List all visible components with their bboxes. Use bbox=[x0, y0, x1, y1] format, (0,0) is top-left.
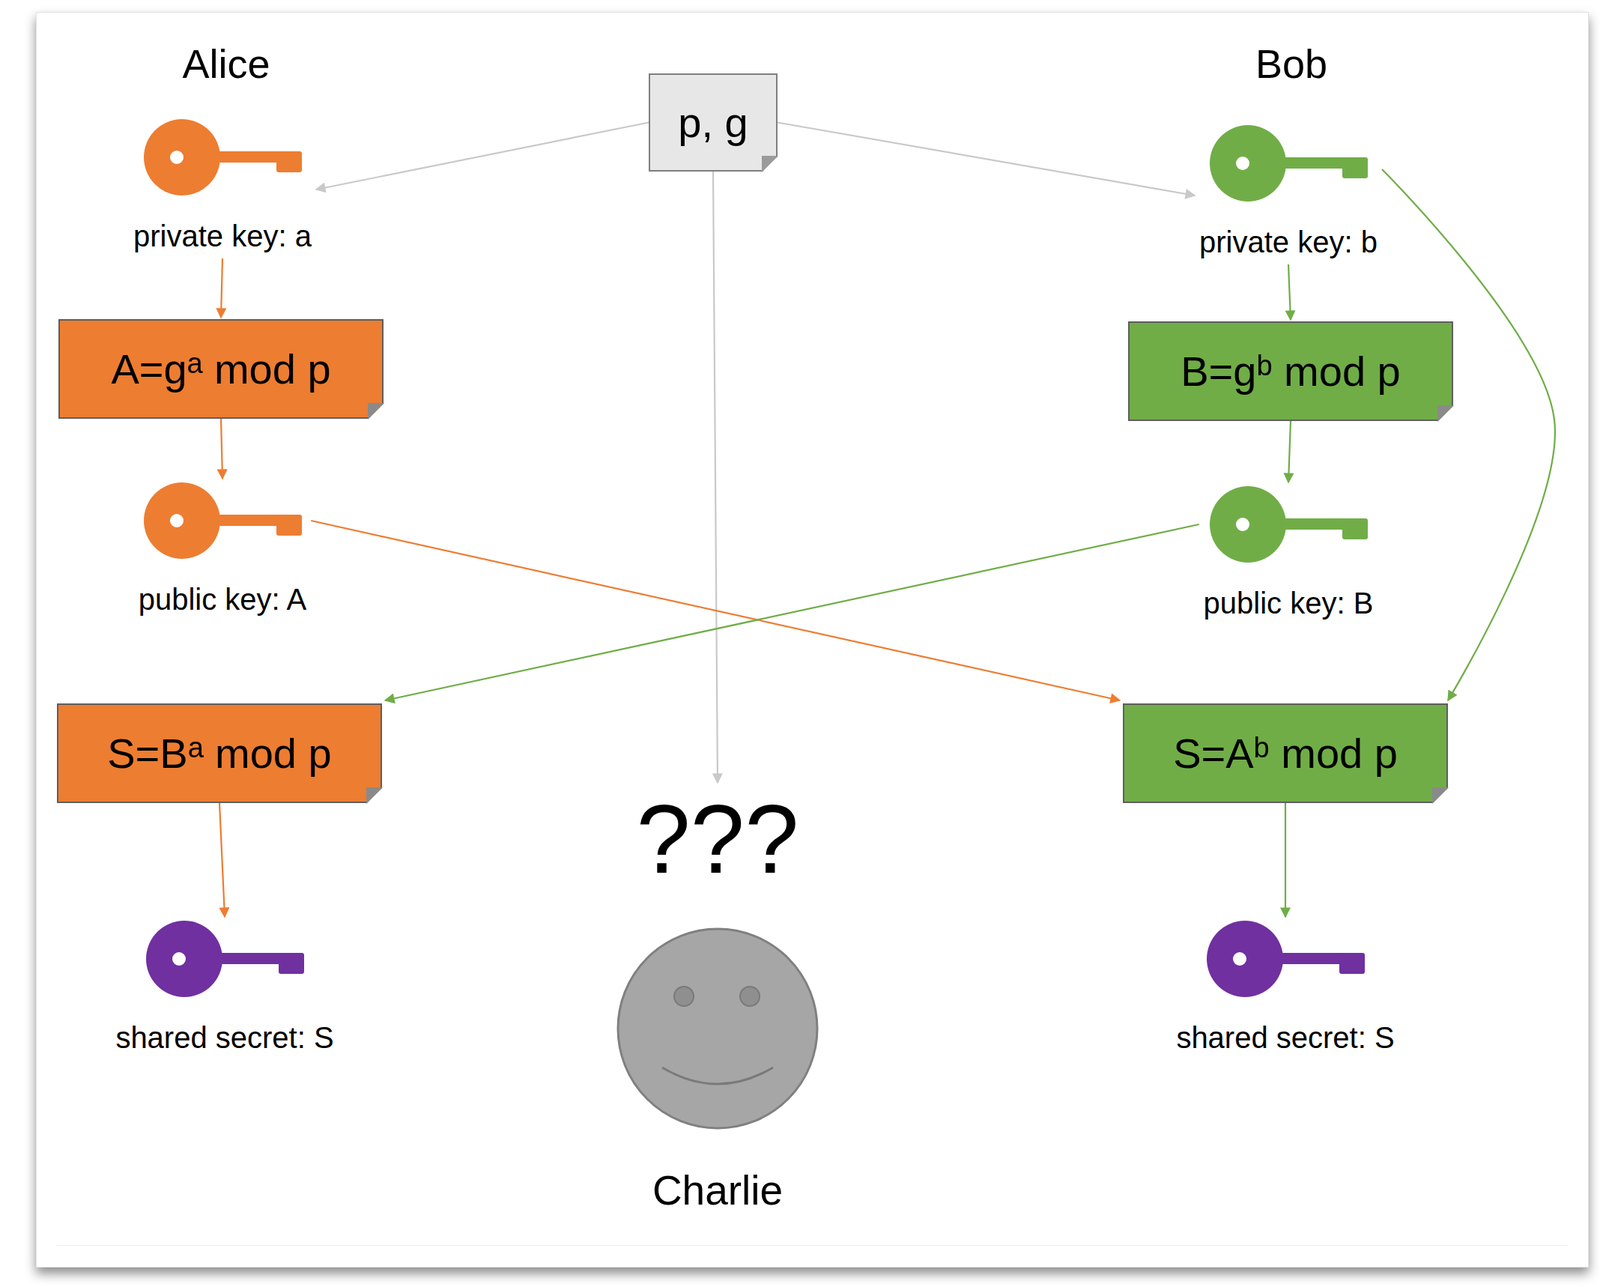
formula-box: S=Bᵃ mod p bbox=[56, 703, 383, 803]
key-node: shared secret: S bbox=[1171, 919, 1399, 1056]
key-node: private key: b bbox=[1194, 124, 1383, 260]
connector-arrow bbox=[316, 122, 649, 191]
formula-text: A=gᵃ mod p bbox=[110, 345, 331, 394]
key-icon bbox=[145, 919, 305, 998]
key-icon bbox=[143, 118, 302, 197]
key-icon bbox=[1208, 124, 1368, 203]
key-caption: shared secret: S bbox=[115, 1019, 334, 1056]
connector-arrow bbox=[220, 418, 223, 479]
connector-arrow bbox=[1288, 420, 1291, 483]
folded-corner bbox=[367, 402, 385, 420]
key-icon bbox=[1205, 919, 1365, 998]
key-caption: shared secret: S bbox=[1176, 1019, 1395, 1056]
connector-arrow bbox=[385, 524, 1200, 701]
folded-corner bbox=[1432, 787, 1449, 804]
key-caption: private key: b bbox=[1199, 223, 1378, 260]
formula-box: S=Aᵇ mod p bbox=[1122, 703, 1448, 803]
party-name: Alice bbox=[182, 39, 270, 88]
formula-text: S=Bᵃ mod p bbox=[107, 729, 332, 778]
connector-arrow bbox=[1284, 802, 1287, 917]
person-name: Charlie bbox=[652, 1165, 783, 1215]
key-node: private key: a bbox=[128, 118, 317, 254]
panel-rule bbox=[55, 1244, 1569, 1246]
key-caption: private key: a bbox=[133, 217, 312, 254]
key-node: public key: B bbox=[1199, 485, 1379, 621]
party-name: Bob bbox=[1255, 39, 1328, 88]
formula-text: B=gᵇ mod p bbox=[1180, 347, 1401, 396]
connector-arrow bbox=[713, 171, 718, 783]
formula-box: A=gᵃ mod p bbox=[58, 319, 384, 419]
connector-arrow bbox=[1288, 264, 1291, 320]
key-caption: public key: B bbox=[1203, 585, 1374, 621]
formula-text: S=Aᵇ mod p bbox=[1173, 729, 1398, 778]
connector-arrow bbox=[1382, 169, 1556, 701]
folded-corner bbox=[761, 155, 779, 173]
formula-text: p, g bbox=[677, 98, 748, 147]
question-marks: ??? bbox=[636, 790, 800, 888]
eavesdropper-node: ??? Charlie bbox=[615, 790, 820, 1215]
connector-arrow bbox=[219, 802, 225, 917]
connector-arrow bbox=[310, 520, 1120, 701]
person-face bbox=[615, 926, 820, 1131]
connector-arrow bbox=[777, 122, 1195, 197]
key-node: shared secret: S bbox=[110, 919, 338, 1056]
key-node: public key: A bbox=[134, 481, 312, 618]
folded-corner bbox=[366, 787, 383, 804]
key-icon bbox=[1208, 485, 1368, 564]
folded-corner bbox=[1437, 405, 1454, 422]
key-icon bbox=[143, 481, 302, 560]
parameter-note: p, g bbox=[648, 73, 778, 172]
diagram-panel bbox=[35, 11, 1589, 1268]
formula-box: B=gᵇ mod p bbox=[1128, 321, 1454, 421]
connector-arrow bbox=[220, 258, 223, 318]
key-caption: public key: A bbox=[138, 581, 308, 618]
